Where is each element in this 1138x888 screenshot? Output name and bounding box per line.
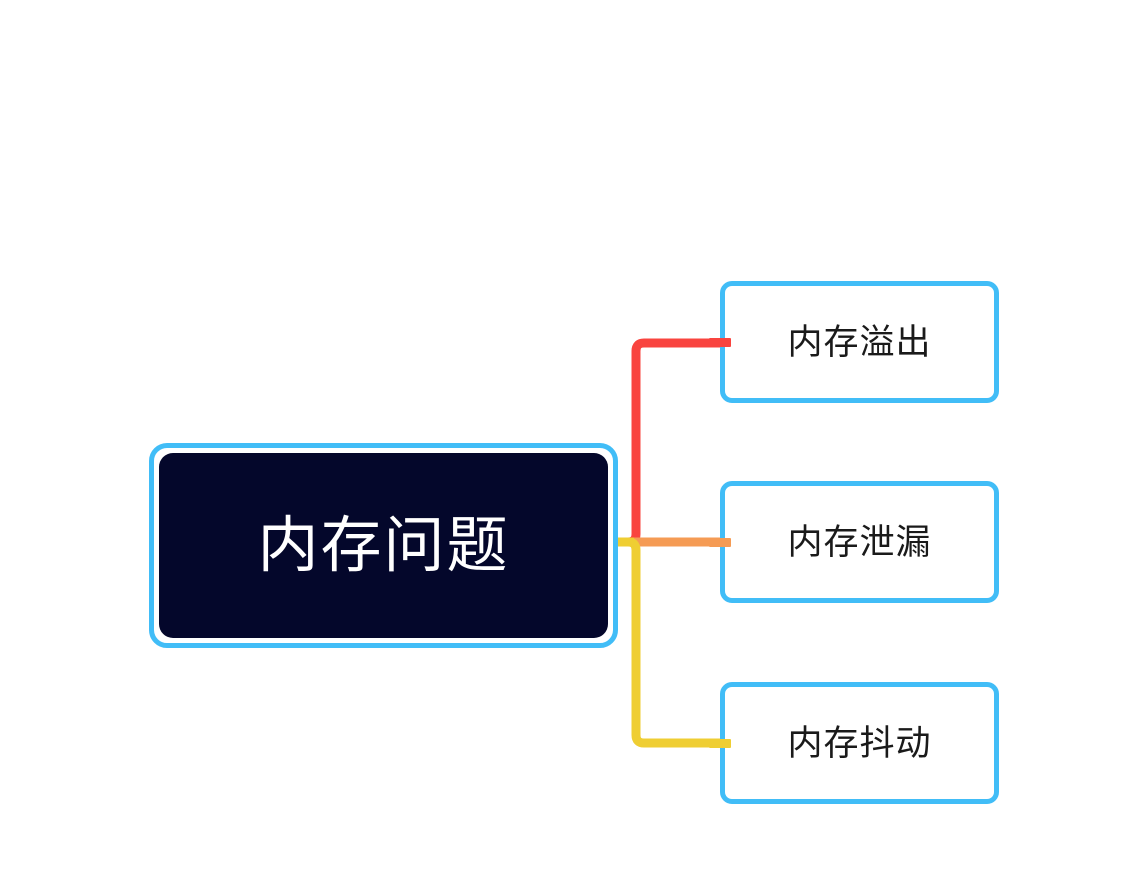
connector-branch-0 [617, 338, 730, 547]
branch-node-0[interactable]: 内存溢出 [720, 281, 999, 403]
branch-node-2-label: 内存抖动 [787, 723, 932, 763]
connector-branch-2 [618, 537, 730, 748]
root-node[interactable]: 内存问题 [149, 443, 618, 648]
connector-endpoint-2 [709, 739, 731, 748]
branch-node-1[interactable]: 内存泄漏 [720, 481, 999, 603]
branch-node-2[interactable]: 内存抖动 [720, 682, 999, 804]
branch-node-1-label: 内存泄漏 [787, 522, 932, 562]
connector-endpoint-1 [709, 538, 731, 547]
root-node-fill: 内存问题 [159, 453, 608, 638]
branch-node-0-label: 内存溢出 [787, 322, 932, 362]
connector-endpoint-0 [709, 338, 731, 347]
root-node-label: 内存问题 [257, 511, 510, 579]
